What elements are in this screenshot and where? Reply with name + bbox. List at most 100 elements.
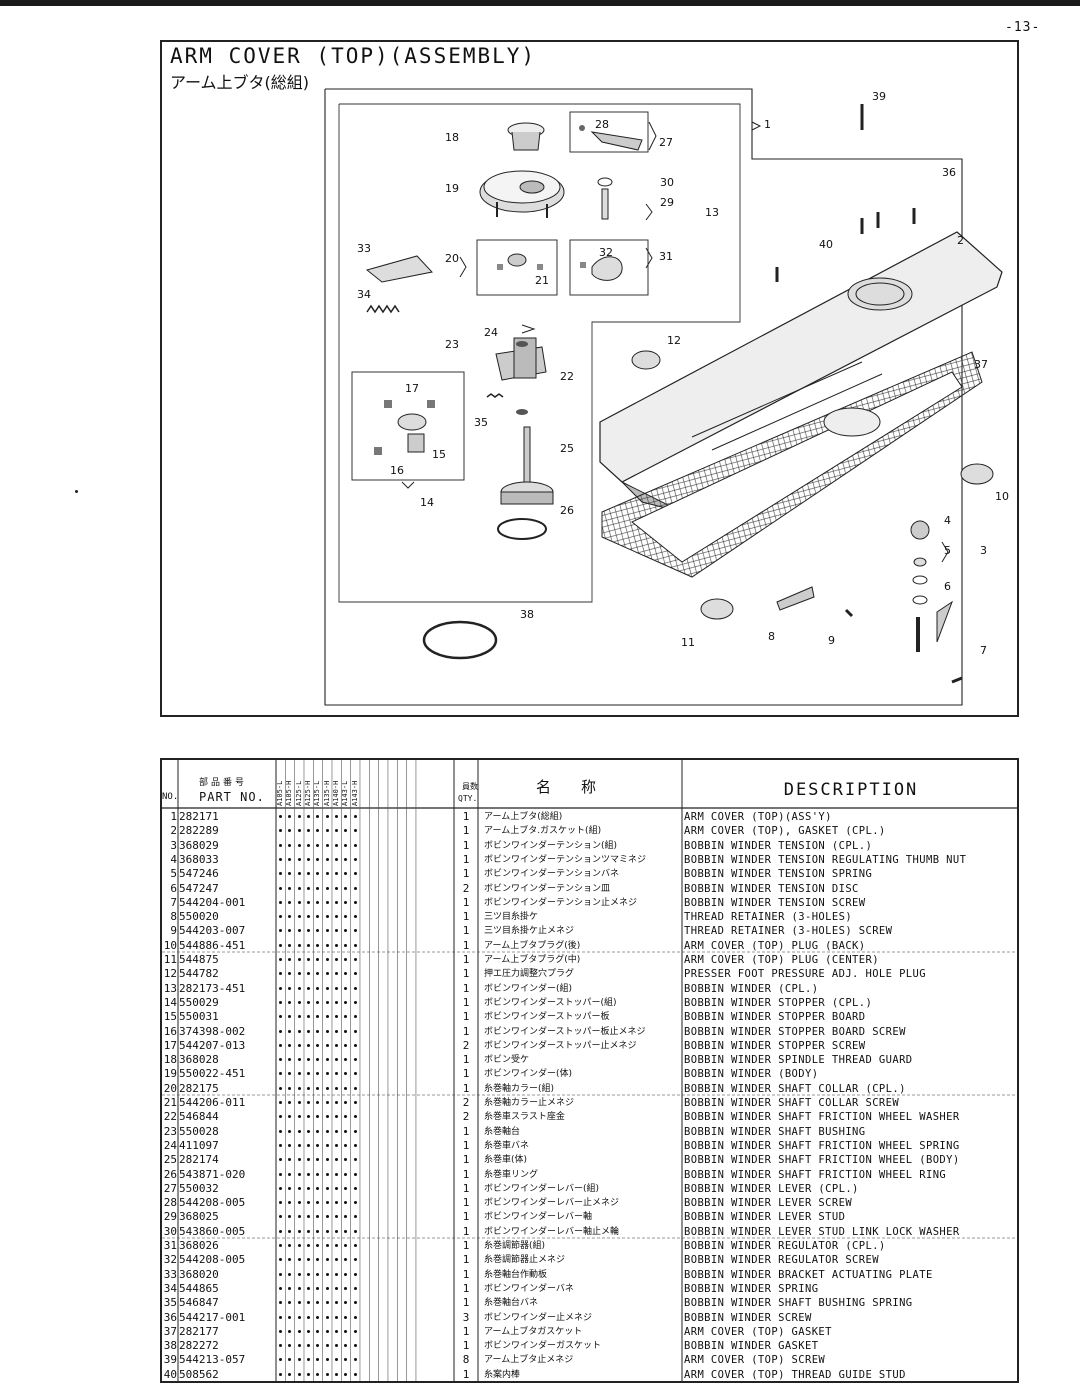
applicability-dot xyxy=(341,867,350,881)
quantity: 2 xyxy=(462,1110,470,1124)
model-header: A143-L xyxy=(341,780,350,806)
applicability-dot xyxy=(285,1339,294,1353)
callout-39: 39 xyxy=(872,90,886,103)
callout-35: 35 xyxy=(474,416,488,429)
header-part-no: PART NO. xyxy=(199,790,265,804)
subassembly-13-outline xyxy=(338,103,741,603)
applicability-dot xyxy=(323,1096,332,1110)
applicability-dot xyxy=(285,1296,294,1310)
applicability-dot xyxy=(295,1339,304,1353)
part-number: 550032 xyxy=(179,1181,219,1195)
applicability-dot xyxy=(276,1239,285,1253)
applicability-dot xyxy=(304,982,313,996)
applicability-dot xyxy=(295,1168,304,1182)
quantity: 1 xyxy=(462,867,470,881)
applicability-dot xyxy=(304,924,313,938)
model-applicability-dots xyxy=(276,1368,382,1382)
row-number: 2 xyxy=(170,824,177,838)
applicability-dot xyxy=(285,939,294,953)
row-number: 8 xyxy=(170,910,177,924)
model-applicability-dots xyxy=(276,982,382,996)
callout-32: 32 xyxy=(599,246,613,259)
applicability-dot xyxy=(332,824,341,838)
callout-3: 3 xyxy=(980,544,987,557)
applicability-dot xyxy=(276,967,285,981)
applicability-dot xyxy=(304,910,313,924)
name-ja: ボビンワインダーガスケット xyxy=(484,1341,602,1352)
applicability-dot xyxy=(295,1210,304,1224)
applicability-dot xyxy=(323,1025,332,1039)
part-number: 368025 xyxy=(179,1210,219,1224)
description: BOBBIN WINDER STOPPER SCREW xyxy=(684,1039,866,1052)
model-applicability-dots xyxy=(276,839,382,853)
model-applicability-dots xyxy=(276,1010,382,1024)
description: BOBBIN WINDER LEVER STUD xyxy=(684,1211,846,1224)
applicability-dot xyxy=(276,1153,285,1167)
applicability-dot xyxy=(332,1368,341,1382)
part-number: 282174 xyxy=(179,1153,219,1167)
applicability-dot xyxy=(295,1010,304,1024)
applicability-dot xyxy=(323,824,332,838)
quantity: 1 xyxy=(462,852,470,866)
applicability-dot xyxy=(295,896,304,910)
margin-mark xyxy=(75,490,78,493)
applicability-dot xyxy=(295,1296,304,1310)
applicability-dot xyxy=(276,810,285,824)
applicability-dot xyxy=(295,1053,304,1067)
applicability-dot xyxy=(276,1025,285,1039)
model-applicability-dots xyxy=(276,853,382,867)
header-qty: QTY. xyxy=(458,794,478,803)
applicability-dot xyxy=(304,1353,313,1367)
part-number: 546847 xyxy=(179,1296,219,1310)
applicability-dot xyxy=(276,1253,285,1267)
applicability-dot xyxy=(276,1110,285,1124)
model-applicability-dots xyxy=(276,1253,382,1267)
applicability-dot xyxy=(285,1253,294,1267)
name-ja: ボビンワインダーレバー止メネジ xyxy=(484,1198,620,1209)
model-applicability-dots xyxy=(276,1282,382,1296)
applicability-dot xyxy=(351,1025,360,1039)
applicability-dot xyxy=(341,1096,350,1110)
name-ja: 糸案内棒 xyxy=(484,1369,521,1380)
applicability-dot xyxy=(276,910,285,924)
row-number: 25 xyxy=(163,1153,177,1167)
model-applicability-dots xyxy=(276,939,382,953)
applicability-dot xyxy=(323,853,332,867)
applicability-dot xyxy=(332,1311,341,1325)
applicability-dot xyxy=(351,1196,360,1210)
row-number: 23 xyxy=(163,1124,177,1138)
applicability-dot xyxy=(341,810,350,824)
applicability-dot xyxy=(295,953,304,967)
applicability-dot xyxy=(285,896,294,910)
name-ja: 糸巻車バネ xyxy=(484,1140,530,1151)
applicability-dot xyxy=(323,1182,332,1196)
applicability-dot xyxy=(323,1067,332,1081)
applicability-dot xyxy=(341,939,350,953)
applicability-dot xyxy=(295,839,304,853)
applicability-dot xyxy=(341,996,350,1010)
applicability-dot xyxy=(313,1268,322,1282)
callout-17: 17 xyxy=(405,382,419,395)
model-header: A135-H xyxy=(322,780,331,806)
applicability-dot xyxy=(341,824,350,838)
part-number: 550020 xyxy=(179,910,219,924)
row-number: 16 xyxy=(163,1024,177,1038)
applicability-dot xyxy=(351,982,360,996)
quantity: 1 xyxy=(462,1367,470,1381)
applicability-dot xyxy=(332,1296,341,1310)
group-27-box xyxy=(569,111,649,153)
applicability-dot xyxy=(351,1239,360,1253)
applicability-dot xyxy=(313,1239,322,1253)
applicability-dot xyxy=(351,853,360,867)
model-applicability-dots xyxy=(276,996,382,1010)
callout-21: 21 xyxy=(535,274,549,287)
applicability-dot xyxy=(295,1139,304,1153)
applicability-dot xyxy=(313,1225,322,1239)
quantity: 1 xyxy=(462,938,470,952)
applicability-dot xyxy=(276,867,285,881)
callout-19: 19 xyxy=(445,182,459,195)
